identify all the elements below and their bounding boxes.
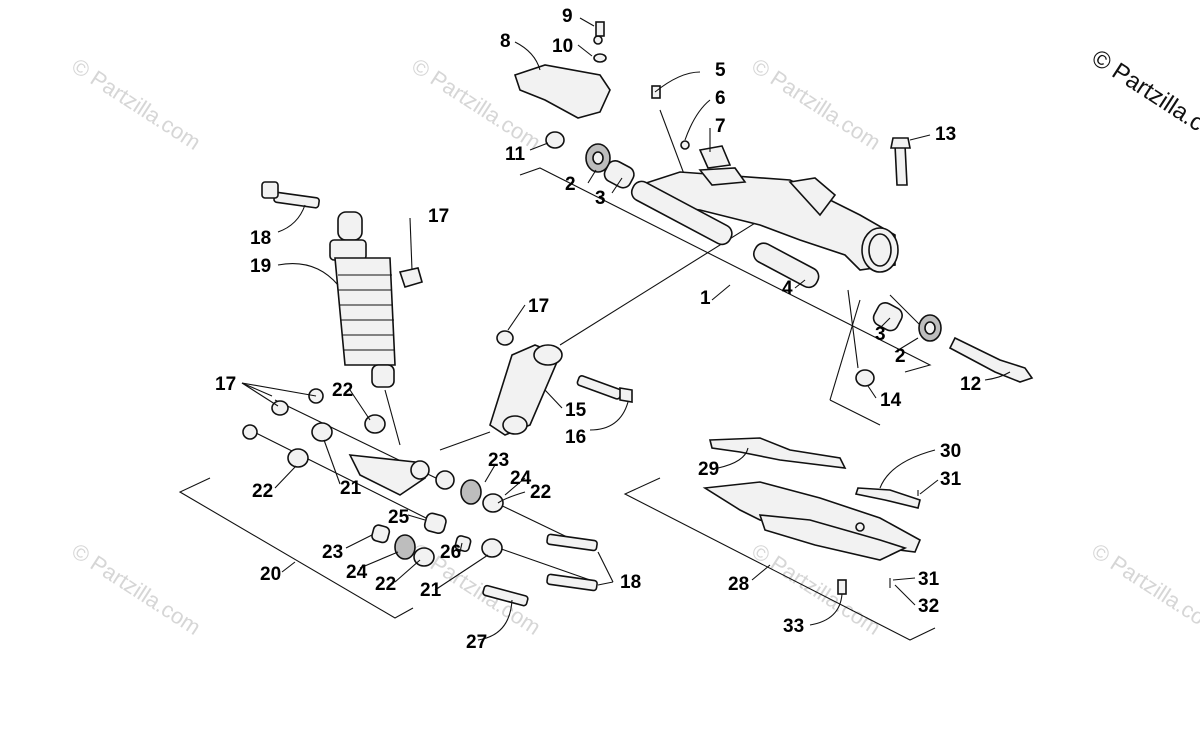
- callout-25: 25: [388, 507, 410, 528]
- callout-22: 22: [252, 481, 273, 502]
- callout-24: 24: [510, 468, 532, 489]
- lower-linkage: [242, 388, 598, 607]
- alignment-lines: [249, 109, 921, 581]
- callout-23: 23: [488, 450, 509, 471]
- swing-arm-hardware: [545, 85, 1034, 387]
- callout-26: 26: [440, 542, 461, 563]
- callout-6: 6: [715, 88, 726, 109]
- callout-2: 2: [565, 174, 576, 195]
- callout-17: 17: [528, 296, 549, 317]
- callout-15: 15: [565, 400, 587, 421]
- callout-31: 31: [940, 469, 962, 490]
- callout-16: 16: [565, 427, 586, 448]
- callout-7: 7: [715, 116, 726, 137]
- callout-12: 12: [960, 374, 981, 395]
- callout-5: 5: [715, 60, 726, 81]
- callout-22: 22: [530, 482, 551, 503]
- group-bracket-20: [178, 477, 414, 619]
- callout-11: 11: [505, 144, 526, 165]
- callout-30: 30: [940, 441, 961, 462]
- callout-21: 21: [420, 580, 442, 601]
- callout-14: 14: [880, 390, 902, 411]
- callout-27: 27: [466, 632, 487, 653]
- callout-labels: 1 2 2 3 3 4 5 6 7 8 9 10 11 12 13 14 15 …: [215, 6, 981, 653]
- callout-29: 29: [698, 459, 719, 480]
- callout-2: 2: [895, 346, 906, 367]
- shock-absorber: [261, 181, 423, 388]
- skid-plate-group: [702, 437, 922, 595]
- callout-9: 9: [562, 6, 573, 27]
- callout-31: 31: [918, 569, 940, 590]
- callout-21: 21: [340, 478, 362, 499]
- watermark: © Partzilla.com: [747, 53, 885, 155]
- group-bracket-1: [519, 167, 932, 373]
- callout-20: 20: [260, 564, 281, 585]
- link-arm: [489, 330, 633, 436]
- callout-3: 3: [595, 188, 606, 209]
- callout-22: 22: [375, 574, 396, 595]
- callout-23: 23: [322, 542, 343, 563]
- callout-1: 1: [700, 288, 711, 309]
- swing-arm: [630, 167, 899, 289]
- callout-22: 22: [332, 380, 353, 401]
- watermark: © Partzilla.com: [67, 53, 205, 155]
- callout-32: 32: [918, 596, 939, 617]
- callout-17: 17: [215, 374, 236, 395]
- callout-19: 19: [250, 256, 271, 277]
- watermarks: © Partzilla.com © Partzilla.com © Partzi…: [67, 44, 1200, 640]
- leader-lines: [241, 17, 1011, 641]
- callout-28: 28: [728, 574, 749, 595]
- callout-33: 33: [783, 616, 804, 637]
- callout-18: 18: [250, 228, 271, 249]
- bracket-part: [513, 21, 611, 119]
- callout-10: 10: [552, 36, 573, 57]
- callout-24: 24: [346, 562, 368, 583]
- callout-18: 18: [620, 572, 641, 593]
- watermark-corner: © Partzilla.c: [1087, 44, 1200, 137]
- watermark: © Partzilla.com: [1087, 538, 1200, 640]
- watermark: © Partzilla.com: [67, 538, 205, 640]
- callout-17: 17: [428, 206, 449, 227]
- callout-3: 3: [875, 324, 886, 345]
- watermark: © Partzilla.com: [407, 53, 545, 155]
- callout-13: 13: [935, 124, 956, 145]
- callout-8: 8: [500, 31, 511, 52]
- callout-4: 4: [782, 278, 793, 299]
